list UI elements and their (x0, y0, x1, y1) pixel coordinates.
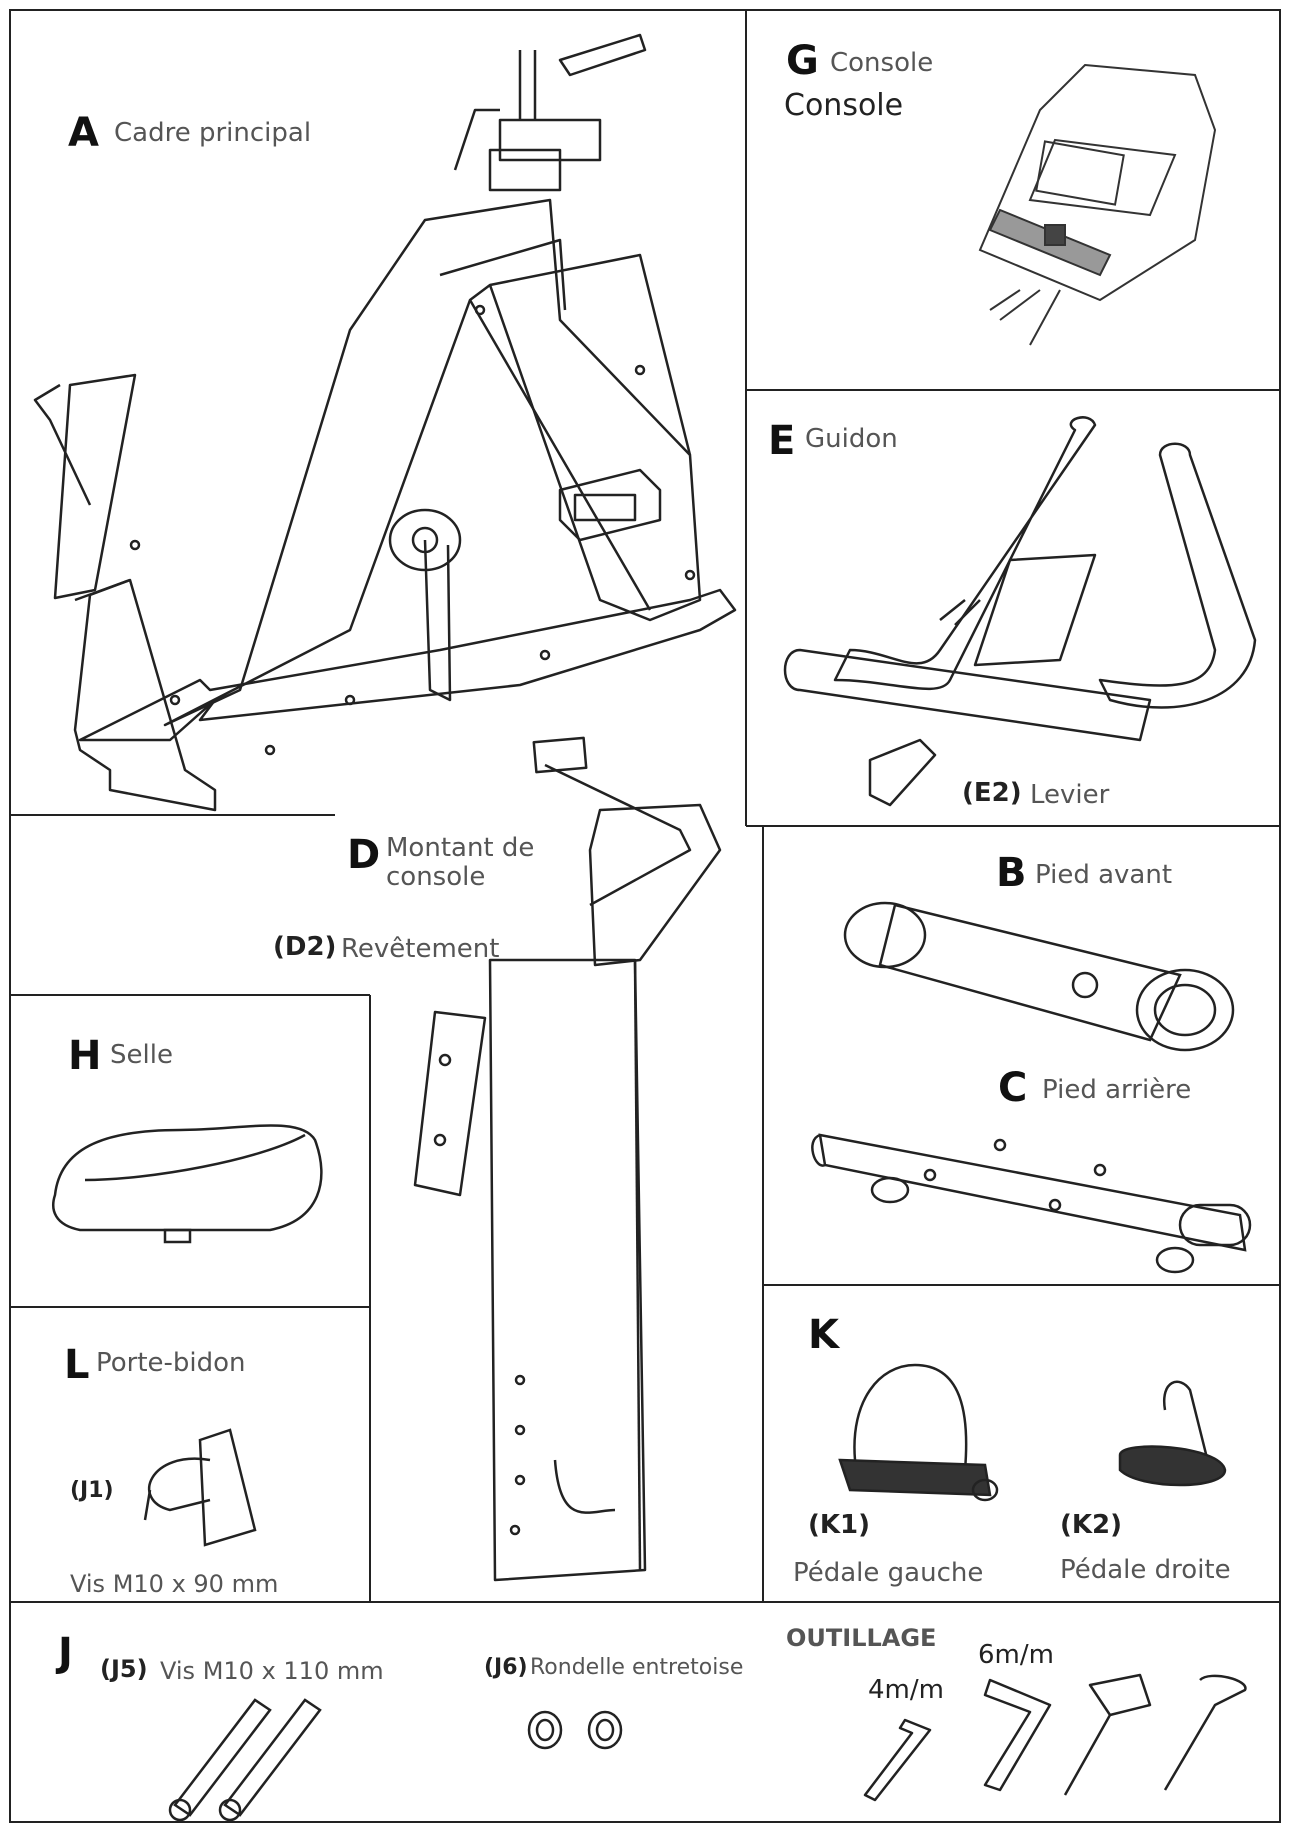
console-mast-illustration (413, 736, 722, 1582)
part-b-name: Pied avant (1035, 860, 1173, 890)
sheet-border (9, 9, 1281, 1823)
part-c-letter: C (998, 1065, 1028, 1111)
part-e2-code: (E2) (962, 778, 1022, 808)
console-illustration (978, 63, 1217, 346)
handlebar-illustration (783, 416, 1257, 807)
part-g-letter: G (786, 38, 819, 84)
part-d2-name: Revêtement (341, 934, 500, 964)
part-e2-name: Levier (1030, 780, 1110, 810)
part-d-name-line1: Montant de (386, 833, 535, 863)
part-j1-name: Vis M10 x 90 mm (70, 1570, 279, 1598)
part-k2-name: Pédale droite (1060, 1555, 1231, 1585)
part-k2-code: (K2) (1060, 1510, 1123, 1540)
part-a-name: Cadre principal (114, 118, 312, 148)
tool-4mm-label: 4m/m (868, 1675, 944, 1705)
front-foot-illustration (843, 901, 1235, 1052)
part-a-letter: A (68, 110, 99, 156)
part-l-name: Porte-bidon (96, 1348, 246, 1378)
part-b-letter: B (996, 850, 1027, 896)
part-d2-code: (D2) (273, 932, 337, 962)
part-k-letter: K (808, 1312, 839, 1358)
tools-title: OUTILLAGE (786, 1624, 937, 1652)
part-l-letter: L (64, 1342, 90, 1388)
part-h-name: Selle (110, 1040, 173, 1070)
part-j5-name: Vis M10 x 110 mm (160, 1657, 384, 1685)
part-k1-name: Pédale gauche (793, 1558, 984, 1588)
part-j1-code: (J1) (70, 1478, 114, 1503)
tools-illustration (863, 1673, 1247, 1802)
part-j-letter: J (58, 1630, 73, 1676)
long-screws-illustration (168, 1698, 322, 1822)
part-d-letter: D (347, 832, 381, 878)
part-j6-name: Rondelle entretoise (530, 1655, 744, 1680)
main-frame-illustration (33, 33, 737, 812)
pedals-illustration (838, 1363, 1227, 1502)
part-e-name: Guidon (805, 424, 898, 454)
part-j5-code: (J5) (100, 1655, 148, 1683)
part-c-name: Pied arrière (1042, 1075, 1192, 1105)
part-g-name-alt: Console (784, 88, 904, 123)
part-e-letter: E (768, 418, 796, 464)
part-d-name-line2: console (386, 862, 486, 892)
part-j6-code: (J6) (484, 1655, 528, 1680)
part-g-name: Console (830, 48, 934, 78)
saddle-illustration (52, 1124, 323, 1244)
rear-foot-illustration (811, 1133, 1252, 1274)
part-k1-code: (K1) (808, 1510, 871, 1540)
spacer-washers-illustration (527, 1710, 623, 1750)
part-h-letter: H (68, 1033, 102, 1079)
bottle-holder-illustration (143, 1428, 257, 1547)
tool-6mm-label: 6m/m (978, 1640, 1054, 1670)
